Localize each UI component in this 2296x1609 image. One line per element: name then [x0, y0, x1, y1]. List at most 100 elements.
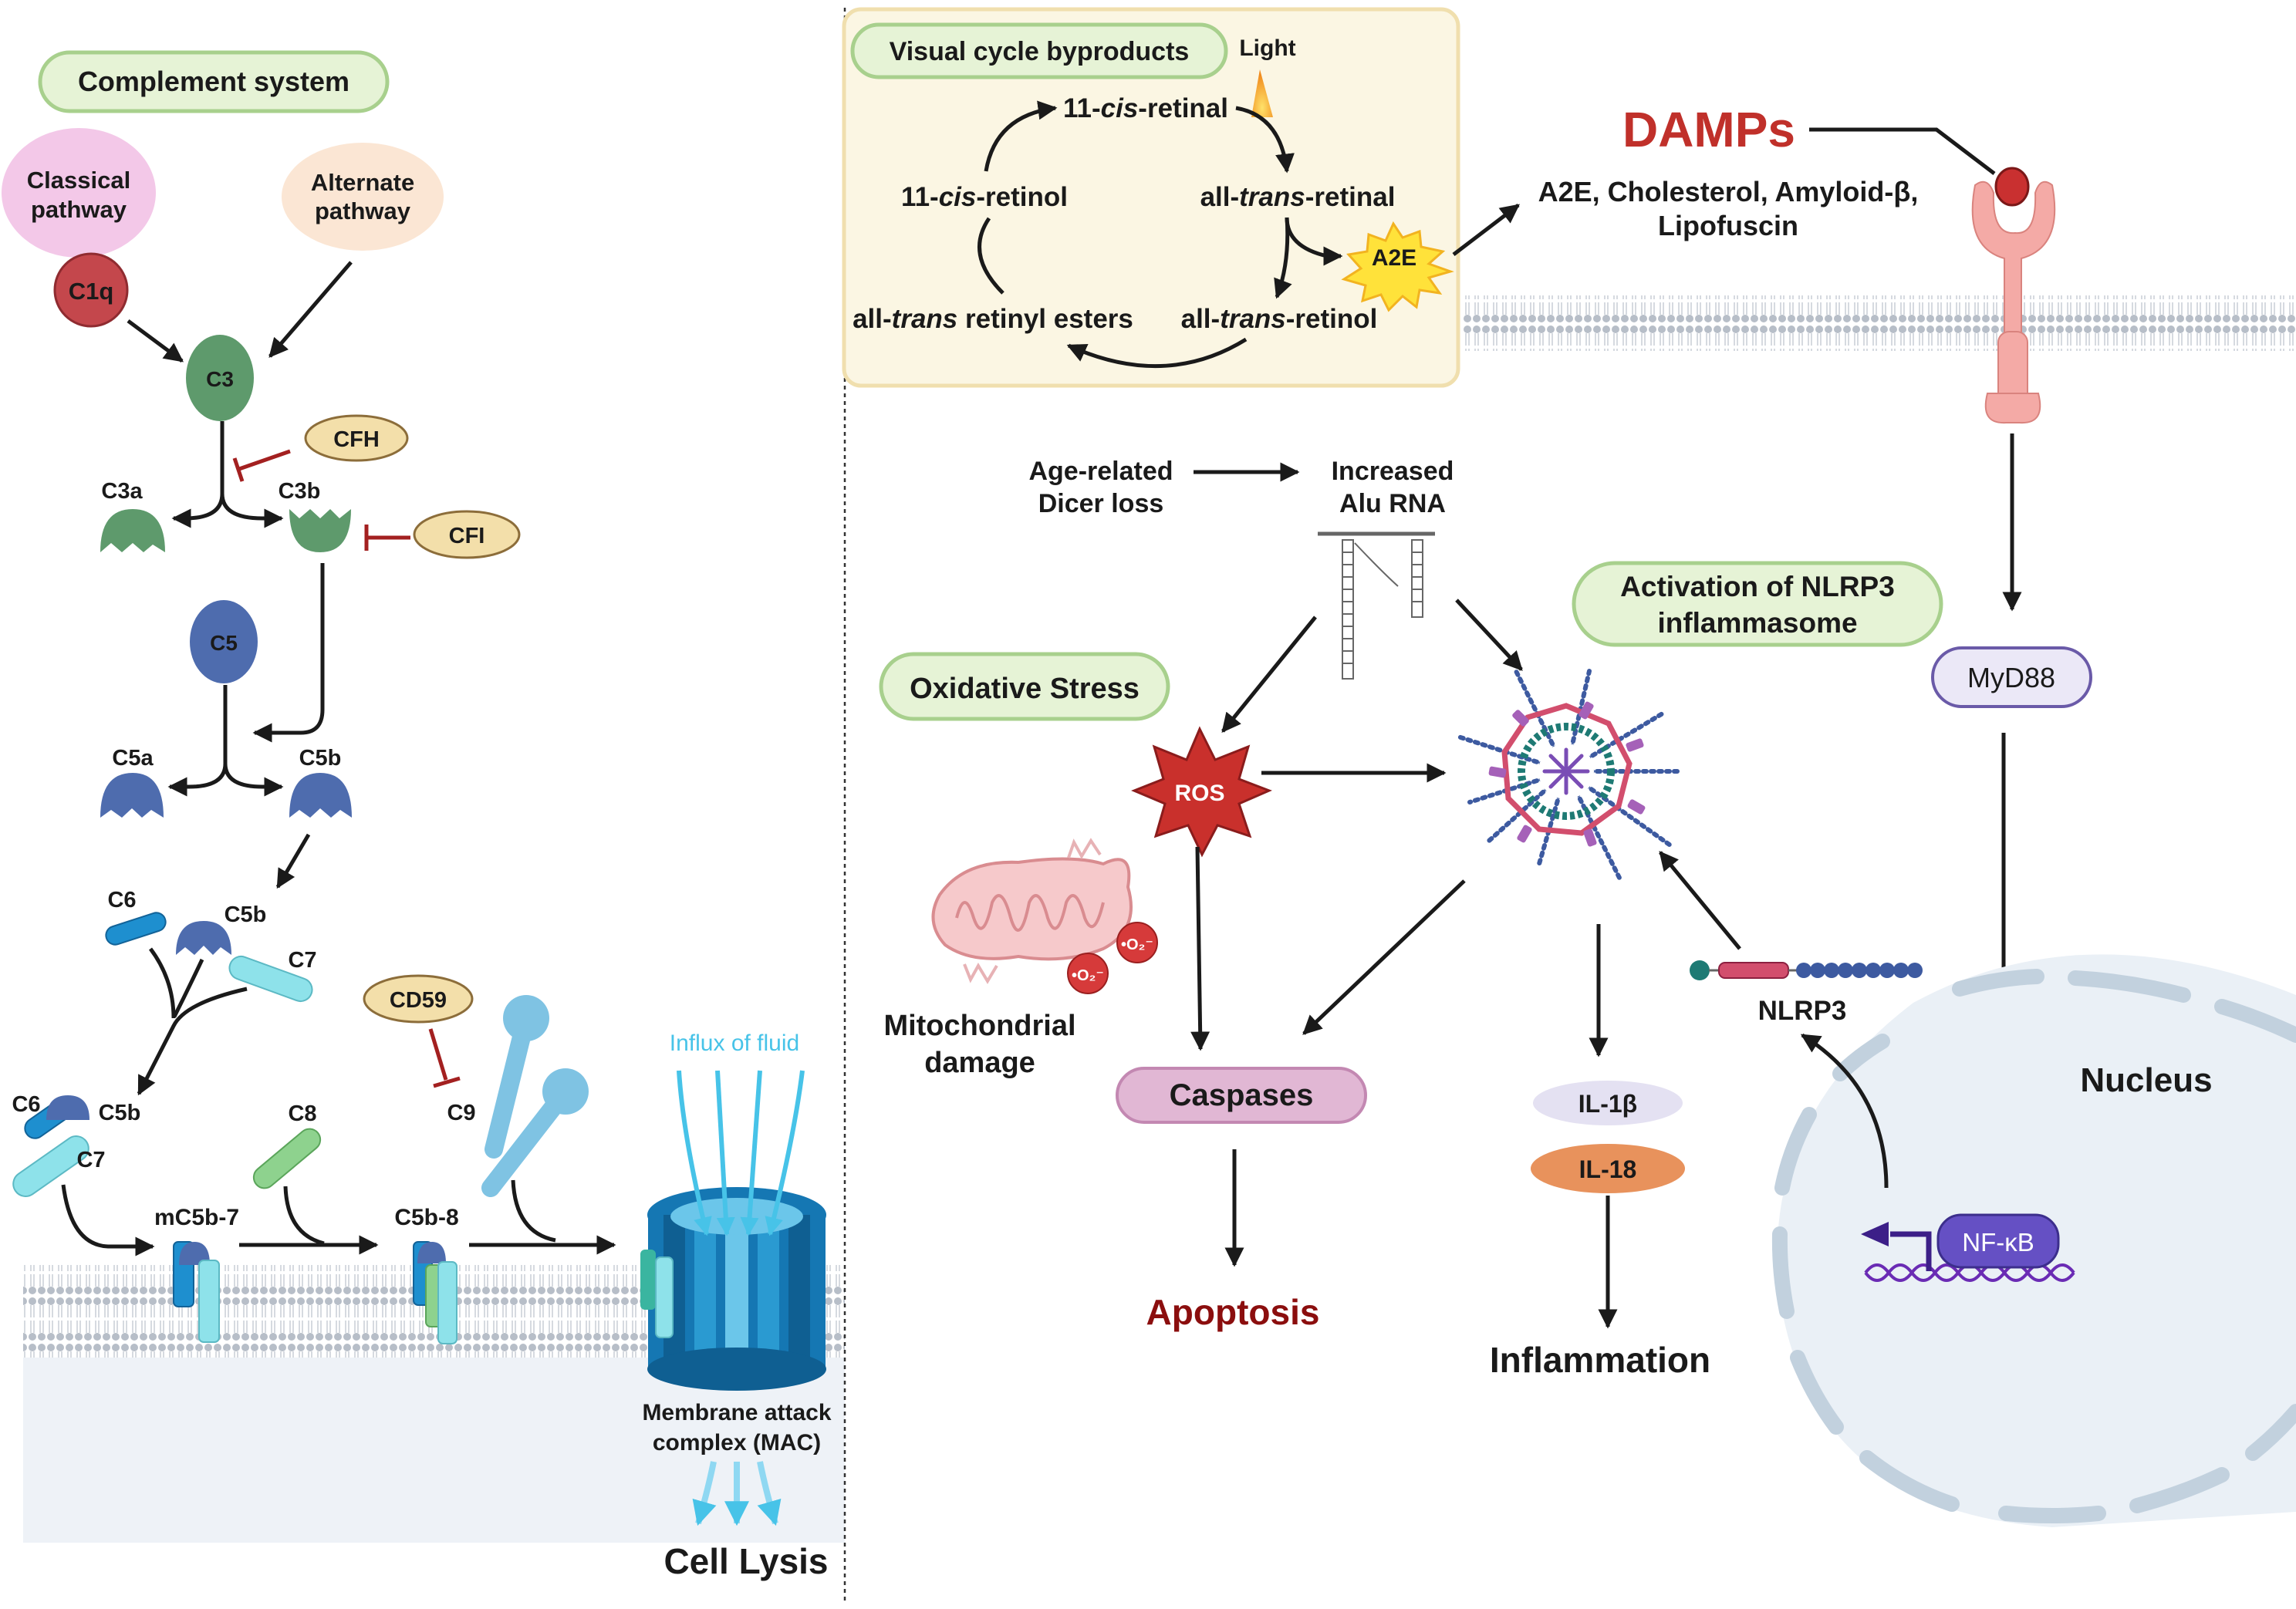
- c3b-fragment: [289, 509, 351, 552]
- arrow-c3-c3b: [220, 493, 284, 528]
- ros-label: ROS: [1174, 781, 1224, 806]
- cell-lysis: Cell Lysis: [663, 1541, 828, 1581]
- mc5b7-complex: [173, 1241, 220, 1343]
- cfh-label: CFH: [333, 427, 380, 452]
- alternate-pathway: [282, 143, 444, 251]
- superoxide-a: [1116, 922, 1158, 963]
- c1q-node: [53, 252, 129, 328]
- c6-piece: [105, 912, 167, 946]
- c8-label: C8: [288, 1101, 316, 1126]
- damps-line2: Lipofuscin: [1658, 210, 1798, 241]
- myd88-label: MyD88: [1967, 662, 2055, 693]
- arrow-c7-join: [137, 987, 248, 1096]
- apoptosis-label: Apoptosis: [1146, 1292, 1320, 1332]
- oxidative-title-box: [879, 652, 1170, 721]
- cd59-label: CD59: [390, 988, 447, 1013]
- influx-arrows: [677, 1070, 805, 1236]
- arrow-a2e-damps: [1452, 204, 1520, 256]
- c6-label-2: C6: [12, 1092, 40, 1117]
- arrow-c5-c5a: [167, 685, 228, 797]
- nlrp3-title-line1: Activation of NLRP3: [1620, 571, 1895, 602]
- c6-label: C6: [107, 888, 136, 912]
- c3b-label: C3b: [279, 479, 321, 504]
- mito-line2: damage: [924, 1047, 1035, 1079]
- mac-line1: Membrane attack: [642, 1400, 831, 1425]
- arrow-c5b-join: [172, 958, 204, 1018]
- c5-node: [190, 600, 258, 683]
- nfkb-box: [1936, 1213, 2060, 1269]
- cfh-node: [304, 414, 409, 462]
- a2e-label: A2E: [1372, 245, 1416, 271]
- cd59-node: [363, 974, 474, 1024]
- c5a-fragment: [100, 773, 164, 818]
- transcription-arrow-line: [1890, 1231, 1932, 1271]
- visual-cycle-box: [842, 7, 1460, 388]
- c5b-label-2: C5b: [225, 902, 267, 927]
- a2e-star: [1341, 221, 1454, 312]
- rpe-membrane: [1462, 295, 2296, 351]
- c3-node: [186, 335, 254, 421]
- arrow-c3-c3a: [171, 421, 225, 528]
- alternate-line1: Alternate: [311, 169, 414, 196]
- c3a-fragment: [100, 509, 165, 552]
- arrow-c3b-c5: [252, 563, 325, 743]
- c5b8-complex: [413, 1241, 458, 1344]
- cfh-inhibit-line: [238, 449, 291, 471]
- alu-line2: Alu RNA: [1339, 489, 1446, 518]
- superoxide-b-label: •O₂⁻: [1072, 967, 1104, 984]
- c7-piece: [228, 955, 313, 1003]
- inflammation-label: Inflammation: [1490, 1340, 1710, 1380]
- cis-retinal: 11-cis-retinal: [1063, 93, 1228, 123]
- visual-cycle-title-box: [850, 22, 1228, 79]
- nlrp3-title-line2: inflammasome: [1657, 607, 1857, 639]
- dicer-line2: Dicer loss: [1038, 489, 1164, 518]
- c5b-label: C5b: [299, 746, 342, 771]
- nlrp3-label: NLRP3: [1758, 996, 1847, 1026]
- dicer-line1: Age-related: [1028, 457, 1173, 486]
- c5a-label: C5a: [112, 746, 154, 771]
- superoxide-a-label: •O₂⁻: [1121, 936, 1153, 953]
- trans-retinol: all-trans-retinol: [1181, 304, 1378, 334]
- c5b-label-3: C5b: [99, 1101, 141, 1125]
- cis-retinol: 11-cis-retinol: [901, 182, 1068, 212]
- myd88-box: [1931, 646, 2092, 708]
- c3a-label: C3a: [101, 479, 143, 504]
- arrow-alu-inflammasome: [1455, 599, 1523, 671]
- complement-title-box: [38, 50, 390, 113]
- caspases-box: [1116, 1067, 1367, 1124]
- arrow-alu-ros: [1221, 616, 1317, 733]
- arrow-nfkb-nlrp3: [1800, 1033, 1889, 1189]
- arrow-ros-caspases: [1190, 846, 1210, 1051]
- alu-rna-icon: [1318, 531, 1435, 680]
- nlrp3-protein: [1690, 960, 1923, 980]
- alternate-line2: pathway: [315, 197, 411, 224]
- arrow-c8-in: [283, 1186, 325, 1246]
- c7-label: C7: [288, 948, 316, 973]
- arrow-c5b-down: [275, 833, 311, 889]
- il1b-node: [1533, 1081, 1683, 1125]
- inflammasome-icon: [1456, 669, 1684, 882]
- c5-label: C5: [210, 631, 238, 655]
- classical-line2: pathway: [31, 196, 127, 223]
- c9-label: C9: [447, 1101, 475, 1125]
- lysis-arrows: [692, 1461, 782, 1526]
- oxidative-title: Oxidative Stress: [910, 673, 1140, 705]
- alu-line1: Increased: [1332, 457, 1454, 486]
- il18-label: IL-18: [1579, 1155, 1637, 1183]
- light-flame-icon: [1251, 69, 1273, 117]
- c3-label: C3: [206, 367, 234, 391]
- visual-cycle-arrows: [977, 100, 1343, 369]
- mitochondrion-icon: [931, 838, 1133, 984]
- c5b-fragment: [289, 773, 352, 818]
- cfh-inhibit-bar: [232, 457, 245, 482]
- damps-title: DAMPs: [1622, 102, 1795, 157]
- il1b-label: IL-1β: [1578, 1090, 1637, 1118]
- arrow-to-mc5b7: [61, 1184, 155, 1257]
- visual-cycle-title: Visual cycle byproducts: [890, 37, 1190, 66]
- arrow-alt-c3: [268, 261, 353, 358]
- cd59-inhibit-bar: [433, 1076, 461, 1088]
- c7-label-2: C7: [76, 1148, 105, 1172]
- cfi-node: [413, 510, 521, 559]
- arrow-nlrp3-inflammasome: [1659, 851, 1741, 950]
